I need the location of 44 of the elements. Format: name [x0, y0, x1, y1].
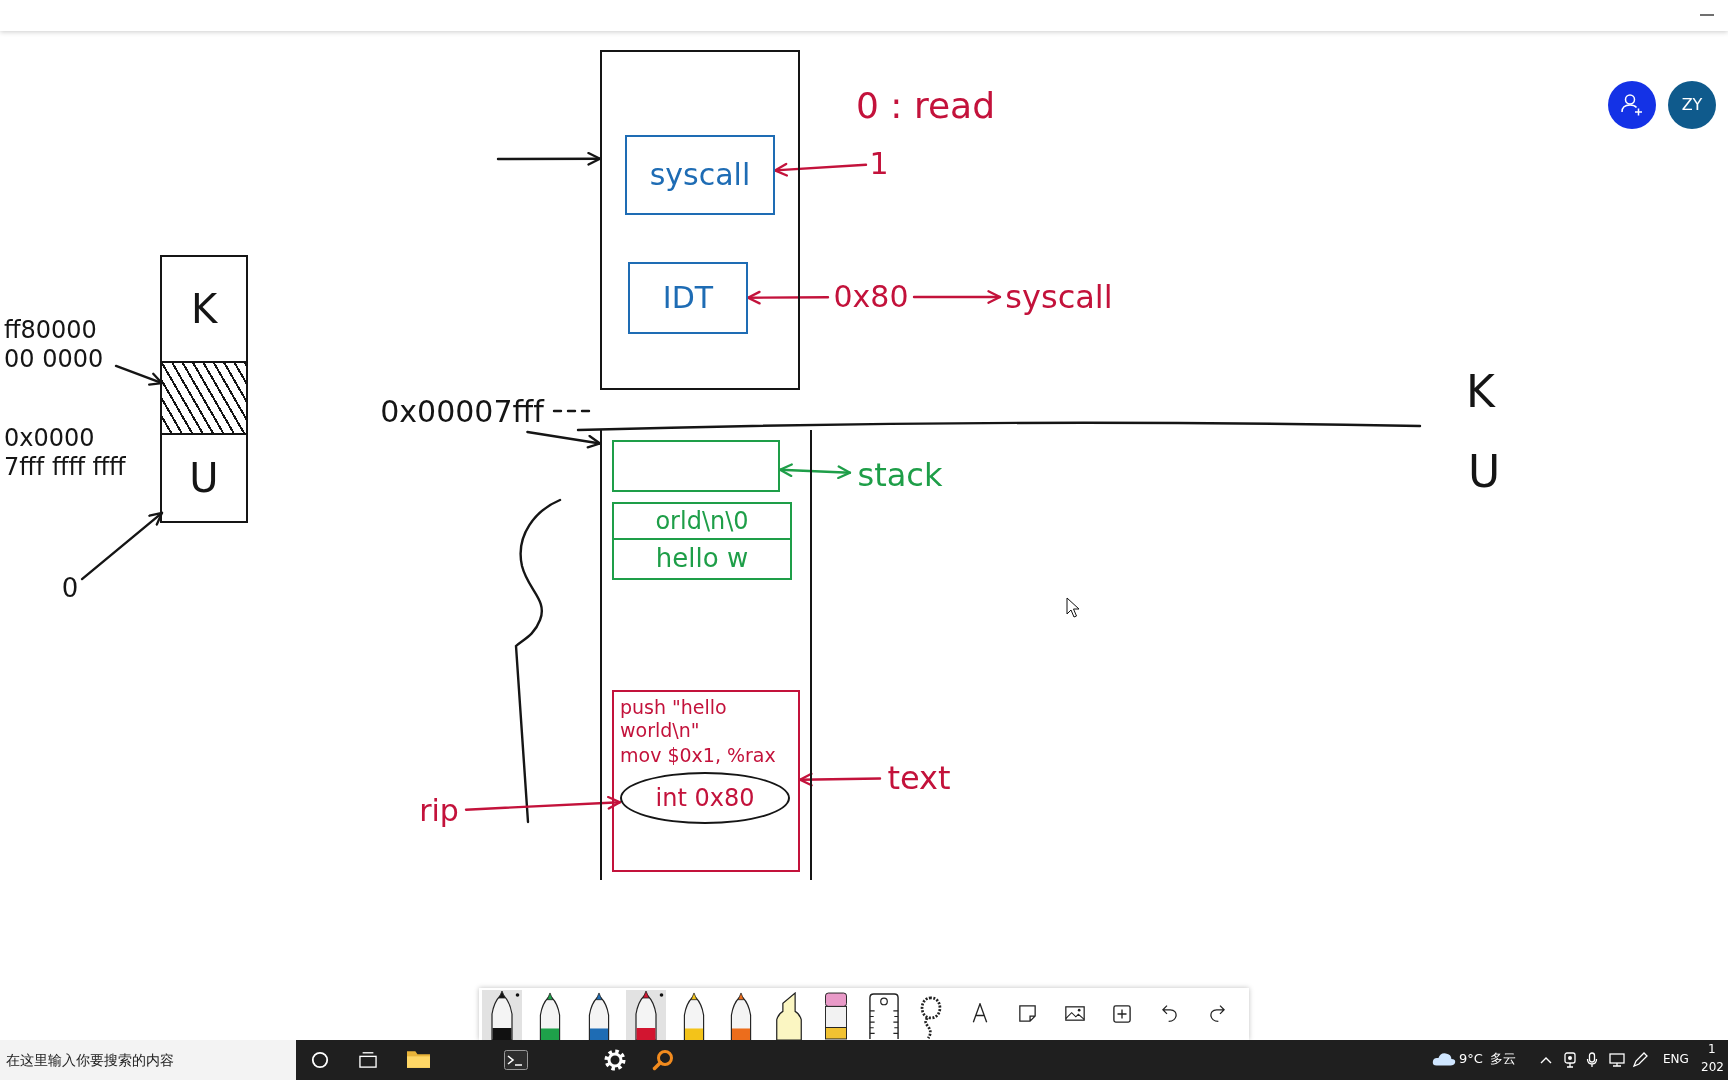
- address-label: 0x0000 7fff ffff ffff: [4, 424, 127, 482]
- hatched-region: [162, 363, 246, 435]
- annotation-label: 0x80: [828, 278, 914, 316]
- annotation-label: 0 : read: [856, 84, 995, 128]
- instruction-ellipse: int 0x80: [620, 772, 790, 824]
- weather-text: 多云: [1490, 1051, 1516, 1067]
- annotation-label: 1: [866, 145, 892, 183]
- annotation-label: text: [880, 758, 958, 798]
- region-box: syscall: [625, 135, 775, 215]
- stack-slot-box: [612, 440, 780, 492]
- memory-region: K: [162, 257, 246, 363]
- address-label: ff80000 00 0000: [4, 316, 116, 374]
- annotation-label: U: [1468, 446, 1501, 499]
- code-box: [612, 690, 800, 872]
- annotation-label: syscall: [1000, 276, 1118, 318]
- arrow: [746, 290, 830, 305]
- annotation-label: rip: [412, 790, 466, 832]
- annotation-label: stack: [850, 454, 950, 496]
- stack-slot-box: hello w: [612, 540, 792, 580]
- code-line: mov $0x1, %rax: [620, 744, 776, 767]
- clock-text: 202: [1701, 1060, 1724, 1075]
- arrow: [778, 463, 852, 480]
- memory-column: [600, 430, 812, 880]
- clock-text: 1: [1708, 1042, 1716, 1057]
- arrow: [464, 795, 622, 811]
- arrow: [526, 430, 602, 449]
- user-avatar: ZY: [1668, 81, 1716, 129]
- code-line: push "hello world\n": [620, 696, 728, 742]
- memory-column: [160, 255, 248, 523]
- arrow: [496, 151, 602, 166]
- memory-column: [600, 50, 800, 390]
- arrow: [912, 290, 1002, 304]
- region-box: IDT: [628, 262, 748, 334]
- address-label: 0: [58, 572, 82, 606]
- memory-region: U: [162, 435, 246, 521]
- language-indicator: ENG: [1663, 1052, 1689, 1067]
- annotation-label: K: [1466, 366, 1495, 419]
- search-field: 在这里输入你要搜索的内容: [0, 1040, 296, 1080]
- arrow: [798, 772, 882, 787]
- stack-slot-box: orld\n\0: [612, 502, 792, 540]
- arrow: [773, 162, 868, 177]
- address-label: 0x00007fff: [376, 392, 548, 432]
- weather-text: 9°C: [1459, 1051, 1483, 1067]
- arrow: [80, 511, 164, 581]
